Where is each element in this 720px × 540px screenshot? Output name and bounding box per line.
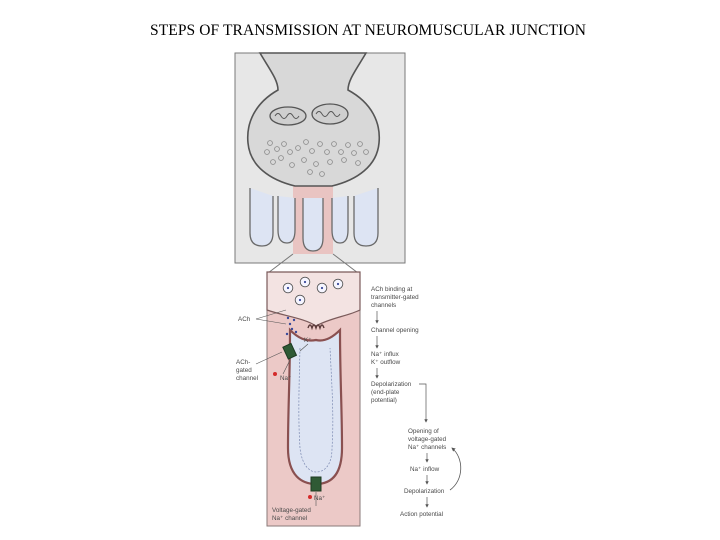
flow-steps: ACh binding at transmitter-gated channel… [371,286,462,518]
label-vg-na-2: Na⁺ channel [272,515,307,522]
ach-molecules [285,280,340,336]
na-ion [273,372,277,376]
step-ach-binding-1: ACh binding at [371,286,413,293]
label-vg-na-1: Voltage-gated [272,507,311,514]
step-opening-vg-3: Na⁺ channels [408,444,446,451]
ach-gated-channel [282,342,298,360]
nerve-terminal [246,52,381,187]
label-na-plus: Na⁺ [280,375,291,382]
step-na-inflow: Na⁺ inflow [410,466,440,473]
synaptic-vesicles [264,139,369,177]
fold-lumen [286,327,344,486]
neuromuscular-junction-diagram: ACh ACh- gated channel Na⁺ K⁺ Na⁺ Voltag… [234,52,462,527]
fold-inner-line [298,347,334,473]
step-na-influx: Na⁺ influx [371,351,400,358]
zoom-line-left [267,253,294,274]
ach-receptors [307,324,325,331]
leader-lines [255,309,317,506]
zoom-line-right [332,253,359,274]
label-ach: ACh [238,316,251,323]
label-na-plus-lower: Na⁺ [314,495,325,502]
step-depolarization-1: Depolarization [371,381,412,388]
label-ach-gated-1: ACh- [236,359,250,366]
label-ach-gated-3: channel [236,375,258,382]
step-channel-opening: Channel opening [371,327,419,334]
step-depolarization-2: (end-plate [371,389,400,396]
na-ion-lower [308,495,312,499]
flow-arrow-4 [419,383,428,423]
step-action-potential: Action potential [400,511,443,518]
step-opening-vg-1: Opening of [408,428,439,435]
mitochondria [269,103,349,126]
label-k-plus: K⁺ [304,337,312,344]
lower-panel: ACh ACh- gated channel Na⁺ K⁺ Na⁺ Voltag… [236,271,361,527]
step-ach-binding-3: channels [371,302,396,309]
feedback-loop-arrow [449,447,462,491]
step-depolarization-b: Depolarization [404,488,445,495]
step-ach-binding-2: transmitter-gated [371,294,419,301]
label-ach-gated-2: gated [236,367,252,374]
voltage-gated-na-channel [310,476,322,492]
step-k-outflow: K⁺ outflow [371,359,401,366]
step-depolarization-3: potential) [371,397,397,404]
step-opening-vg-2: voltage-gated [408,436,447,443]
upper-panel [234,52,406,274]
page-title: STEPS OF TRANSMISSION AT NEUROMUSCULAR J… [149,22,587,39]
junctional-folds [249,188,379,252]
